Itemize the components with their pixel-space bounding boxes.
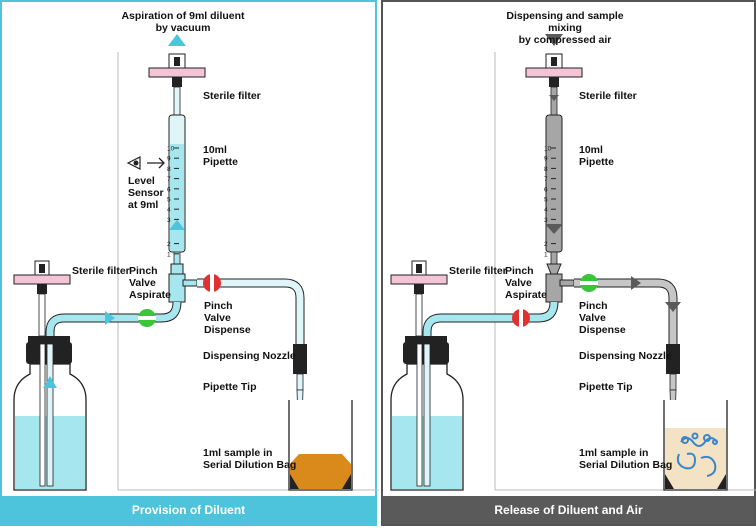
air-arrow-down-icon (549, 95, 559, 101)
flow-arrow-up-bottle-icon (43, 376, 57, 388)
pipette-scale-number: 1 (544, 251, 548, 258)
sample-label: 1ml sample in Serial Dilution Bag (203, 447, 297, 471)
diagram-provision: 10 9 8 7 6 5 4 3 2 1 (13, 34, 379, 491)
pinch-valve-aspirate-icon (138, 309, 156, 327)
pipette-scale-number: 4 (544, 207, 548, 214)
pinch-valve-dispense-icon (203, 274, 221, 292)
pipette-scale-number: 3 (167, 217, 171, 224)
sterile-filter-left-label: Sterile filter (72, 265, 130, 277)
sterile-filter-top-label: Sterile filter (579, 90, 637, 102)
pipette-scale-number: 10 (544, 146, 552, 153)
pipette-label: 10ml Pipette (579, 144, 615, 168)
sample-label: 1ml sample in Serial Dilution Bag (579, 447, 673, 471)
pipette-scale: 10 9 8 7 6 5 4 3 2 1 (544, 146, 556, 258)
pipette-tip-label: Pipette Tip (203, 381, 257, 393)
top-sterile-filter (525, 53, 583, 116)
top-sterile-filter (148, 53, 206, 116)
pipette-scale-number: 9 (544, 156, 548, 163)
pinch-valve-aspirate-icon (512, 309, 530, 327)
pipette-scale-number: 2 (544, 241, 548, 248)
panel-provision-of-diluent: 10 9 8 7 6 5 4 3 2 1 (0, 0, 379, 526)
pinch-valve-aspirate-label: Pinch Valve Aspirate (129, 265, 172, 301)
air-arrow-down-pipette-icon (545, 224, 563, 234)
pipette-scale-number: 4 (167, 207, 171, 214)
dispensing-nozzle-label: Dispensing Nozzle (203, 350, 296, 362)
pipette: 10 9 8 7 6 5 4 3 2 1 (167, 114, 186, 265)
pipette-scale-number: 6 (167, 186, 171, 193)
pipette-tip-label: Pipette Tip (579, 381, 633, 393)
mixing-swirl-icon (676, 432, 718, 477)
pipette-scale-number: 7 (167, 176, 171, 183)
footer-provision: Provision of Diluent (2, 496, 375, 524)
pipette-scale-number: 2 (167, 241, 171, 248)
air-arrow-right-icon (631, 276, 641, 290)
pipette-scale-number: 9 (167, 156, 171, 163)
pipette-scale-number: 3 (544, 217, 548, 224)
serial-dilution-bag (288, 400, 353, 491)
diluent-bottle (390, 336, 464, 491)
left-sterile-filter (13, 260, 71, 337)
pinch-valve-dispense-icon (580, 274, 598, 292)
pipette-scale-number: 6 (544, 186, 548, 193)
dispensing-nozzle-label: Dispensing Nozzle (579, 350, 672, 362)
pipette: 10 9 8 7 6 5 4 3 2 1 (544, 114, 563, 265)
pipette-scale-number: 7 (544, 176, 548, 183)
diagram-release: 10 9 8 7 6 5 4 3 2 1 (390, 34, 756, 491)
sterile-filter-left-label: Sterile filter (449, 265, 507, 277)
air-arrow-down-tube-icon (665, 302, 681, 312)
pinch-valve-aspirate-label: Pinch Valve Aspirate (505, 265, 548, 301)
pipette-label: 10ml Pipette (203, 144, 239, 168)
panel-release-of-diluent-and-air: 10 9 8 7 6 5 4 3 2 1 (381, 0, 756, 526)
footer-release: Release of Diluent and Air (383, 496, 754, 524)
diluent-bottle (13, 336, 87, 491)
level-sensor-icon (126, 156, 165, 170)
pinch-valve-dispense-label: Pinch Valve Dispense (579, 300, 626, 336)
vacuum-arrow-up-icon (168, 34, 186, 46)
pipette-scale-number: 5 (167, 197, 171, 204)
pipette-scale: 10 9 8 7 6 5 4 3 2 1 (167, 146, 179, 258)
level-sensor-label: Level Sensor at 9ml (128, 175, 164, 211)
sterile-filter-top-label: Sterile filter (203, 90, 261, 102)
pipette-scale-number: 8 (167, 166, 171, 173)
flow-arrow-up-icon (169, 220, 185, 230)
pipette-scale-number: 1 (167, 251, 171, 258)
flow-arrow-right-icon (105, 311, 115, 325)
left-sterile-filter (390, 260, 448, 337)
pinch-valve-dispense-label: Pinch Valve Dispense (204, 300, 251, 336)
panel-title: Aspiration of 9ml diluent by vacuum (121, 10, 245, 34)
pipette-scale-number: 10 (167, 146, 175, 153)
pipette-scale-number: 5 (544, 197, 548, 204)
compressed-air-arrow-down-icon (545, 34, 563, 46)
panel-title: Dispensing and sample mixing by compress… (506, 10, 624, 46)
serial-dilution-bag (663, 400, 728, 491)
pipette-scale-number: 8 (544, 166, 548, 173)
